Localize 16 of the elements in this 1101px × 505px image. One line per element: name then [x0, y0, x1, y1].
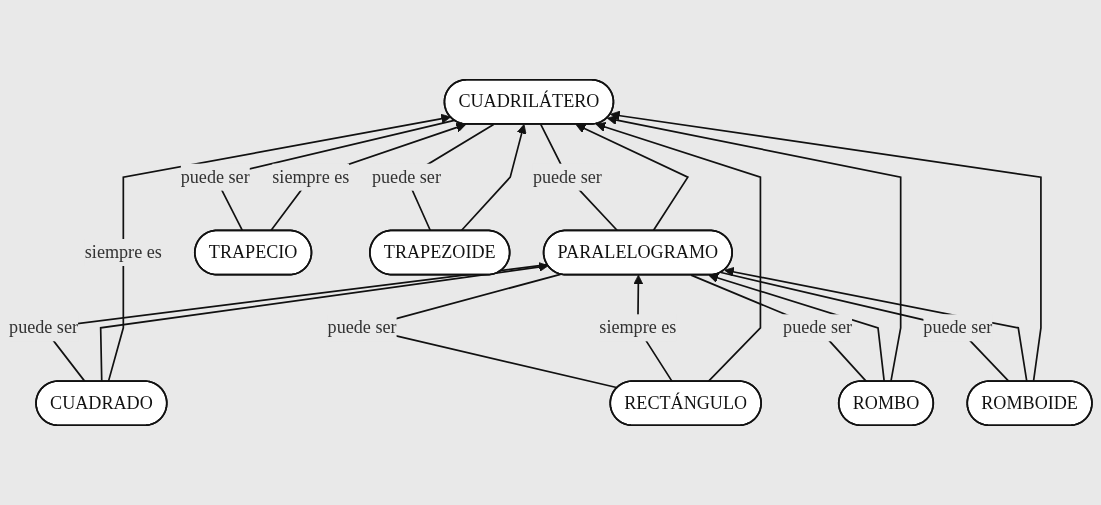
edge-label: siempre es [84, 242, 162, 262]
edge-label: siempre es [272, 166, 350, 187]
arrow [107, 113, 451, 383]
arrow [575, 123, 690, 232]
edge-label: puede ser [180, 166, 250, 187]
edge-label: puede ser [371, 166, 441, 187]
arrow [708, 273, 886, 383]
edge-label: siempre es [599, 317, 677, 337]
edge-label: puede ser [923, 317, 993, 337]
edge-label: puede ser [532, 166, 602, 187]
arrow [460, 124, 527, 232]
connector [690, 274, 868, 383]
edge-label: puede ser [9, 317, 79, 337]
edge-label: puede ser [327, 317, 397, 337]
arrow [269, 122, 467, 232]
edge-label: puede ser [783, 317, 853, 337]
